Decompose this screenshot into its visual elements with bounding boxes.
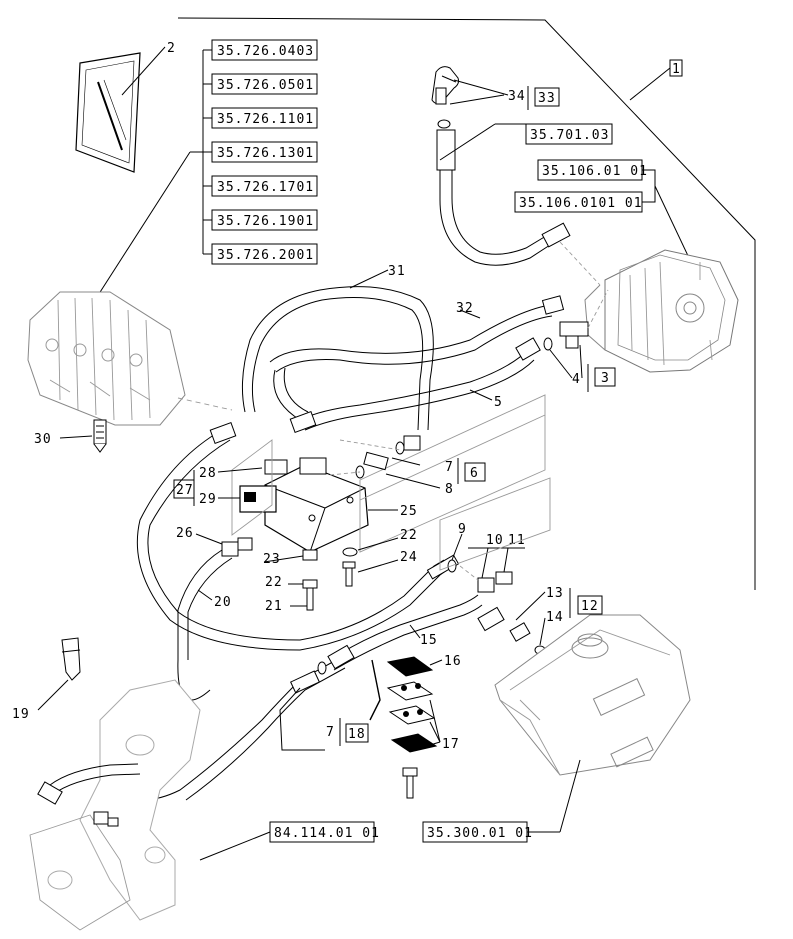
hose-32 — [269, 295, 565, 421]
fittings-13-14 — [509, 591, 546, 655]
callout-9: 9 — [458, 522, 467, 537]
ref-main-list-3: 35.726.1301 — [217, 146, 314, 161]
ref-boom: 84.114.01 01 — [274, 826, 380, 841]
fittings-9-11 — [426, 533, 525, 593]
box-18-label: 18 — [348, 727, 366, 742]
callout-15: 15 — [420, 633, 438, 648]
tank-ref-leader — [559, 759, 581, 833]
box-12-frame — [577, 595, 603, 615]
box-1-leader — [629, 67, 671, 101]
ref-main-list-6: 35.726.2001 — [217, 248, 314, 263]
callout-7a: 7 — [445, 460, 454, 475]
ref-hose-frame — [525, 123, 613, 145]
callout-23: 23 — [263, 552, 281, 567]
callout-17: 17 — [442, 737, 460, 752]
callout-26: 26 — [176, 526, 194, 541]
cap-19 — [37, 637, 81, 711]
ref-hose: 35.701.03 — [530, 128, 609, 143]
box-6-frame — [464, 462, 486, 482]
callout-22a: 22 — [400, 528, 418, 543]
swivel-fitting-34 — [431, 66, 509, 129]
control-valve — [27, 291, 233, 426]
ref-main-list-0: 35.726.0403 — [217, 44, 314, 59]
hose-clamps — [369, 656, 443, 799]
ref-main-list-5: 35.726.1901 — [217, 214, 314, 229]
tee-fitting-4 — [543, 289, 609, 379]
group-1-frame-line — [177, 17, 756, 590]
fittings-7-lower — [279, 661, 327, 751]
fitting-26 — [195, 533, 253, 557]
callout-14: 14 — [546, 610, 564, 625]
fitting-set-block — [329, 435, 441, 489]
callout-10: 10 — [486, 533, 504, 548]
oil-tank — [494, 614, 691, 776]
ref-tank: 35.300.01 01 — [427, 826, 533, 841]
hose-20 — [136, 422, 451, 701]
hydraulic-pump — [559, 241, 739, 373]
callout-30: 30 — [34, 432, 52, 447]
manual-booklet — [75, 46, 166, 173]
callout-24: 24 — [400, 550, 418, 565]
pump-ref-leader — [654, 185, 691, 261]
box-3-label: 3 — [601, 371, 610, 386]
hose-5 — [289, 337, 541, 433]
hose-35-701 — [436, 123, 571, 266]
box-18-frame — [345, 723, 369, 743]
callout-13: 13 — [546, 586, 564, 601]
callout-7b: 7 — [326, 725, 335, 740]
hose-31 — [241, 269, 434, 431]
ref-boom-frame — [269, 821, 375, 843]
callout-4: 4 — [572, 372, 581, 387]
ref-pump-b: 35.106.0101 01 — [519, 196, 643, 211]
ref-main-list-4: 35.726.1701 — [217, 180, 314, 195]
box-12-label: 12 — [581, 599, 599, 614]
boom-assembly — [29, 679, 271, 931]
callout-28: 28 — [199, 466, 217, 481]
bolts-21-24 — [263, 537, 399, 611]
callout-32: 32 — [456, 301, 474, 316]
reference-list — [94, 39, 318, 301]
callout-20: 20 — [214, 595, 232, 610]
callout-19: 19 — [12, 707, 30, 722]
box-3-frame — [594, 367, 616, 387]
callout-29: 29 — [199, 492, 217, 507]
box-1-label: 1 — [672, 62, 681, 77]
box-27-label: 27 — [176, 483, 194, 498]
fitting-30 — [59, 419, 107, 453]
valve-block-25 — [231, 394, 546, 553]
callout-21: 21 — [265, 599, 283, 614]
box-33-label: 33 — [538, 91, 556, 106]
callout-31: 31 — [388, 264, 406, 279]
callout-16: 16 — [444, 654, 462, 669]
box-33-frame — [534, 87, 560, 107]
callout-8: 8 — [445, 482, 454, 497]
callout-34: 34 — [508, 89, 526, 104]
callout-2: 2 — [167, 41, 176, 56]
ref-pump-a: 35.106.01 01 — [542, 164, 648, 179]
box-6-label: 6 — [470, 466, 479, 481]
leader-28 — [217, 467, 263, 473]
callout-22b: 22 — [265, 575, 283, 590]
ref-main-list-1: 35.726.0501 — [217, 78, 314, 93]
callout-5: 5 — [494, 395, 503, 410]
callout-25: 25 — [400, 504, 418, 519]
callout-11: 11 — [508, 533, 526, 548]
hatch-panel — [439, 477, 551, 571]
ref-main-list-2: 35.726.1101 — [217, 112, 314, 127]
